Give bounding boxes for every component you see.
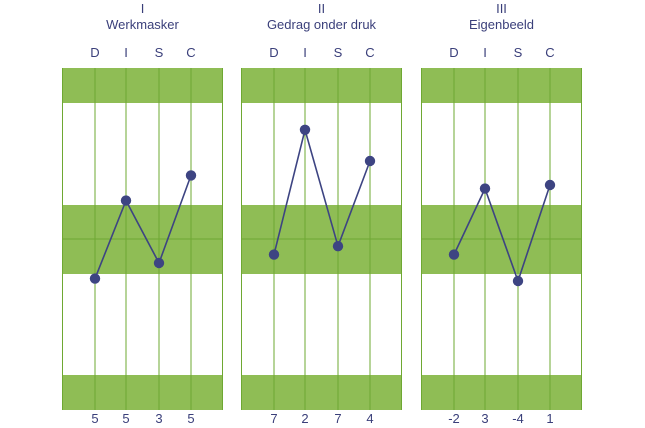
band-1 — [62, 68, 223, 103]
data-point — [299, 124, 311, 135]
category-label: S — [514, 45, 523, 60]
category-label: D — [449, 45, 458, 60]
panel-number: I — [141, 1, 145, 16]
data-point — [185, 170, 197, 181]
score-label: -4 — [512, 411, 524, 426]
category-label: S — [155, 45, 164, 60]
category-label: D — [90, 45, 99, 60]
series-line — [273, 126, 371, 255]
data-point — [544, 179, 556, 191]
series-line — [94, 175, 192, 279]
panel-title: Werkmasker — [106, 17, 179, 32]
panel-number: III — [496, 1, 507, 16]
category-label: C — [545, 45, 554, 60]
category-label: S — [334, 45, 343, 60]
series-line — [453, 184, 551, 284]
score-label: 3 — [481, 411, 488, 426]
data-point — [479, 183, 491, 194]
data-point — [153, 257, 165, 269]
data-point — [120, 195, 132, 206]
band-3 — [241, 375, 402, 410]
score-label: -2 — [448, 411, 460, 426]
score-label: 7 — [334, 411, 341, 426]
score-label: 5 — [122, 411, 129, 426]
score-label: 5 — [187, 411, 194, 426]
score-label: 5 — [91, 411, 98, 426]
data-point — [89, 273, 101, 284]
category-label: C — [186, 45, 195, 60]
panel-number: II — [318, 1, 325, 16]
data-point — [268, 249, 280, 260]
data-point — [364, 155, 376, 167]
score-label: 4 — [366, 411, 373, 426]
band-1 — [241, 68, 402, 103]
panel-title: Gedrag onder druk — [267, 17, 377, 32]
band-3 — [62, 375, 223, 410]
band-3 — [421, 375, 582, 410]
data-point — [332, 241, 344, 252]
data-point — [448, 249, 460, 260]
score-label: 7 — [270, 411, 277, 426]
score-label: 2 — [301, 411, 308, 426]
category-label: I — [483, 45, 487, 60]
band-1 — [421, 68, 582, 103]
panel-title: Eigenbeeld — [469, 17, 534, 32]
category-label: I — [124, 45, 128, 60]
category-label: D — [269, 45, 278, 60]
category-label: I — [303, 45, 307, 60]
category-label: C — [365, 45, 374, 60]
score-label: 1 — [546, 411, 553, 426]
data-point — [512, 275, 524, 287]
score-label: 3 — [155, 411, 162, 426]
